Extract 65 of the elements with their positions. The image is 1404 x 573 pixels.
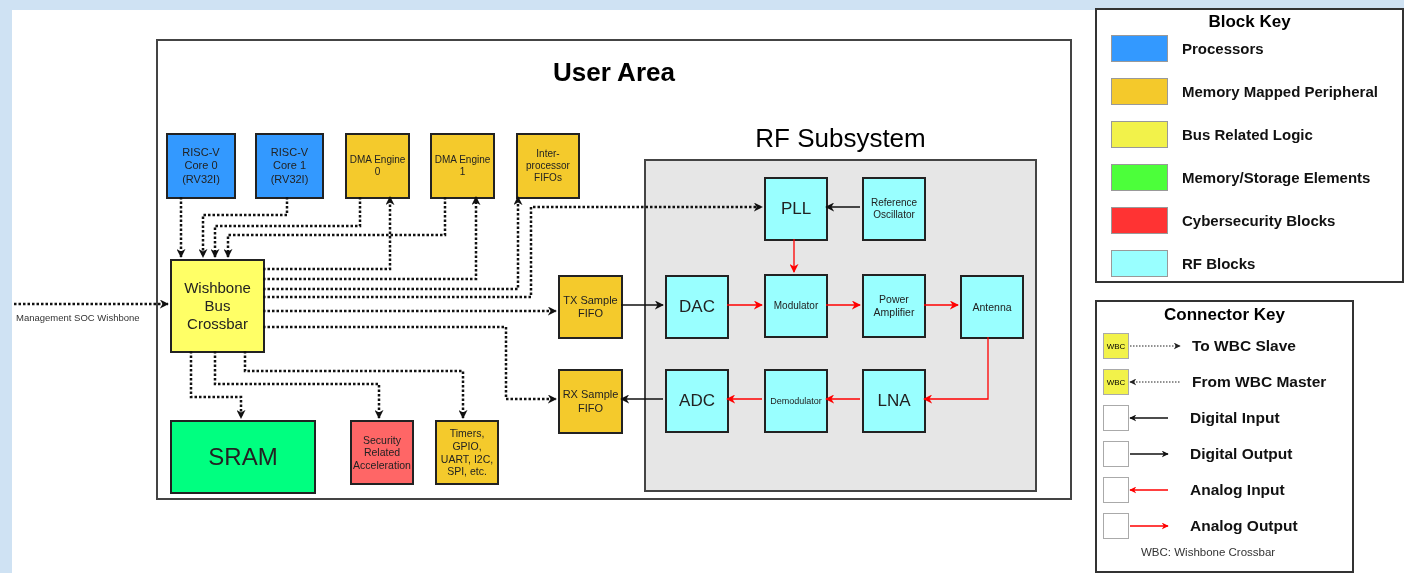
- connector-arrow: [213, 351, 384, 419]
- legend-label: From WBC Master: [1192, 373, 1327, 391]
- connector-arrow: [263, 202, 763, 299]
- connector-arrow: [263, 325, 557, 404]
- subsystem-heading: RF Subsystem: [754, 122, 927, 155]
- connector-arrow: [263, 306, 557, 316]
- rf-block: Reference Oscillator: [862, 177, 926, 241]
- legend-title: Connector Key: [1163, 305, 1286, 325]
- legend-label: Processors: [1182, 40, 1264, 57]
- memory-block: SRAM: [170, 420, 316, 494]
- connector-arrow: [923, 336, 989, 404]
- rf-block: Modulator: [764, 274, 828, 338]
- connector-arrow: [189, 351, 246, 419]
- connector-arrow: [726, 394, 763, 404]
- processor-block: RISC-V Core 1 (RV32I): [255, 133, 324, 199]
- processor-block: RISC-V Core 0 (RV32I): [166, 133, 236, 199]
- bus-sample-block: WBC: [1103, 333, 1129, 359]
- rf-block: Demodulator: [764, 369, 828, 433]
- peripheral-block: RX Sample FIFO: [558, 369, 623, 434]
- legend-label: Bus Related Logic: [1182, 126, 1313, 143]
- legend-label: Memory Mapped Peripheral: [1182, 83, 1378, 100]
- legend-label: RF Blocks: [1182, 255, 1256, 272]
- connector-arrow: [223, 197, 447, 258]
- bus-sample-block: WBC: [1103, 369, 1129, 395]
- connector-arrow: [825, 202, 861, 212]
- legend-title: Block Key: [1207, 12, 1292, 32]
- connector-arrow: [726, 300, 763, 310]
- crossbar-block: Wishbone Bus Crossbar: [170, 259, 265, 353]
- legend-label: To WBC Slave: [1192, 337, 1296, 355]
- rf-block: DAC: [665, 275, 729, 339]
- area-heading: User Area: [552, 57, 676, 88]
- connector-arrow: [923, 300, 959, 310]
- connector-arrow: [825, 300, 861, 310]
- peripheral-block: Inter-processor FIFOs: [516, 133, 580, 199]
- connector-arrow: [620, 394, 664, 404]
- connector-arrow: [14, 299, 169, 309]
- connector-arrow: [198, 197, 289, 258]
- peripheral-block: TX Sample FIFO: [558, 275, 623, 339]
- rf-block: PLL: [764, 177, 828, 241]
- connector-arrow: [176, 197, 186, 258]
- connector-arrow: [825, 394, 861, 404]
- connector-arrow: [243, 351, 468, 419]
- user-area-frame: [156, 39, 1072, 500]
- legend-label: Cybersecurity Blocks: [1182, 212, 1336, 229]
- connector-arrow: [263, 196, 481, 281]
- rf-block: ADC: [665, 369, 729, 433]
- connector-arrow: [263, 196, 523, 291]
- legend-label: Digital Input: [1190, 409, 1280, 427]
- peripheral-block: DMA Engine 0: [345, 133, 410, 199]
- legend-note: WBC: Wishbone Crossbar: [1141, 546, 1276, 558]
- connector-arrow: [263, 196, 395, 271]
- connector-arrow: [620, 300, 664, 310]
- legend-label: Analog Input: [1190, 481, 1285, 499]
- legend-label: Analog Output: [1190, 517, 1298, 535]
- peripheral-block: DMA Engine 1: [430, 133, 495, 199]
- legend-label: Digital Output: [1190, 445, 1293, 463]
- connector-arrow: [789, 238, 799, 273]
- rf-block: Antenna: [960, 275, 1024, 339]
- peripheral-block: Timers, GPIO, UART, I2C, SPI, etc.: [435, 420, 499, 485]
- rf-block: LNA: [862, 369, 926, 433]
- connector-arrow: [210, 197, 362, 258]
- edge-label: Management SOC Wishbone: [16, 312, 140, 323]
- rf-block: Power Amplifier: [862, 274, 926, 338]
- legend-label: Memory/Storage Elements: [1182, 169, 1371, 186]
- security-block: Security Related Acceleration: [350, 420, 414, 485]
